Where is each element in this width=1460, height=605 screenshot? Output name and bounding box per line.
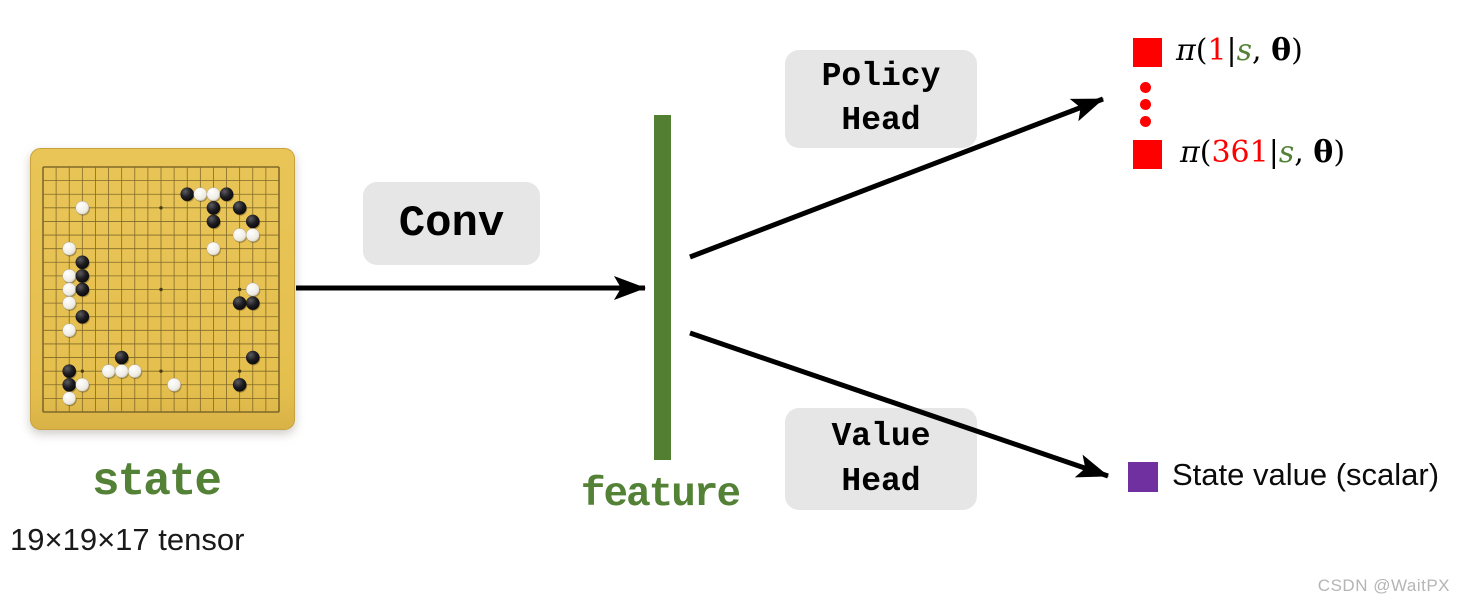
watermark: CSDN @WaitPX bbox=[1317, 576, 1450, 595]
policy-head-label-line2: Head bbox=[841, 102, 921, 139]
theta-symbol: θ bbox=[1313, 135, 1334, 170]
board-stones bbox=[62, 187, 261, 407]
policy-output-square-361 bbox=[1133, 140, 1162, 169]
policy-output-square-1 bbox=[1133, 38, 1162, 67]
action-index: 1 bbox=[1207, 33, 1227, 68]
value-head-label-line1: Value bbox=[831, 418, 931, 455]
pi-symbol: π bbox=[1176, 33, 1196, 68]
value-output-square bbox=[1128, 462, 1158, 492]
action-index: 361 bbox=[1211, 135, 1269, 170]
value-head-box: Value Head bbox=[785, 408, 977, 510]
conv-label: Conv bbox=[398, 198, 505, 249]
policy-formula-1: π(1|s, θ) bbox=[1176, 33, 1303, 68]
feature-label: feature bbox=[580, 472, 741, 518]
policy-head-label-line1: Policy bbox=[821, 58, 941, 95]
state-symbol: s bbox=[1278, 135, 1295, 170]
pi-symbol: π bbox=[1180, 135, 1200, 170]
state-label: state bbox=[91, 456, 222, 508]
go-board-image bbox=[30, 148, 295, 430]
vertical-dots-icon bbox=[1140, 82, 1151, 127]
state-symbol: s bbox=[1236, 33, 1253, 68]
value-head-label-line2: Head bbox=[841, 463, 921, 500]
policy-head-box: Policy Head bbox=[785, 50, 977, 148]
value-output-label: State value (scalar) bbox=[1172, 457, 1440, 492]
policy-formula-361: π(361|s, θ) bbox=[1180, 135, 1346, 170]
feature-bar bbox=[654, 115, 671, 460]
theta-symbol: θ bbox=[1271, 33, 1292, 68]
tensor-size-label: 19×19×17 tensor bbox=[10, 522, 245, 557]
conv-box: Conv bbox=[363, 182, 540, 265]
